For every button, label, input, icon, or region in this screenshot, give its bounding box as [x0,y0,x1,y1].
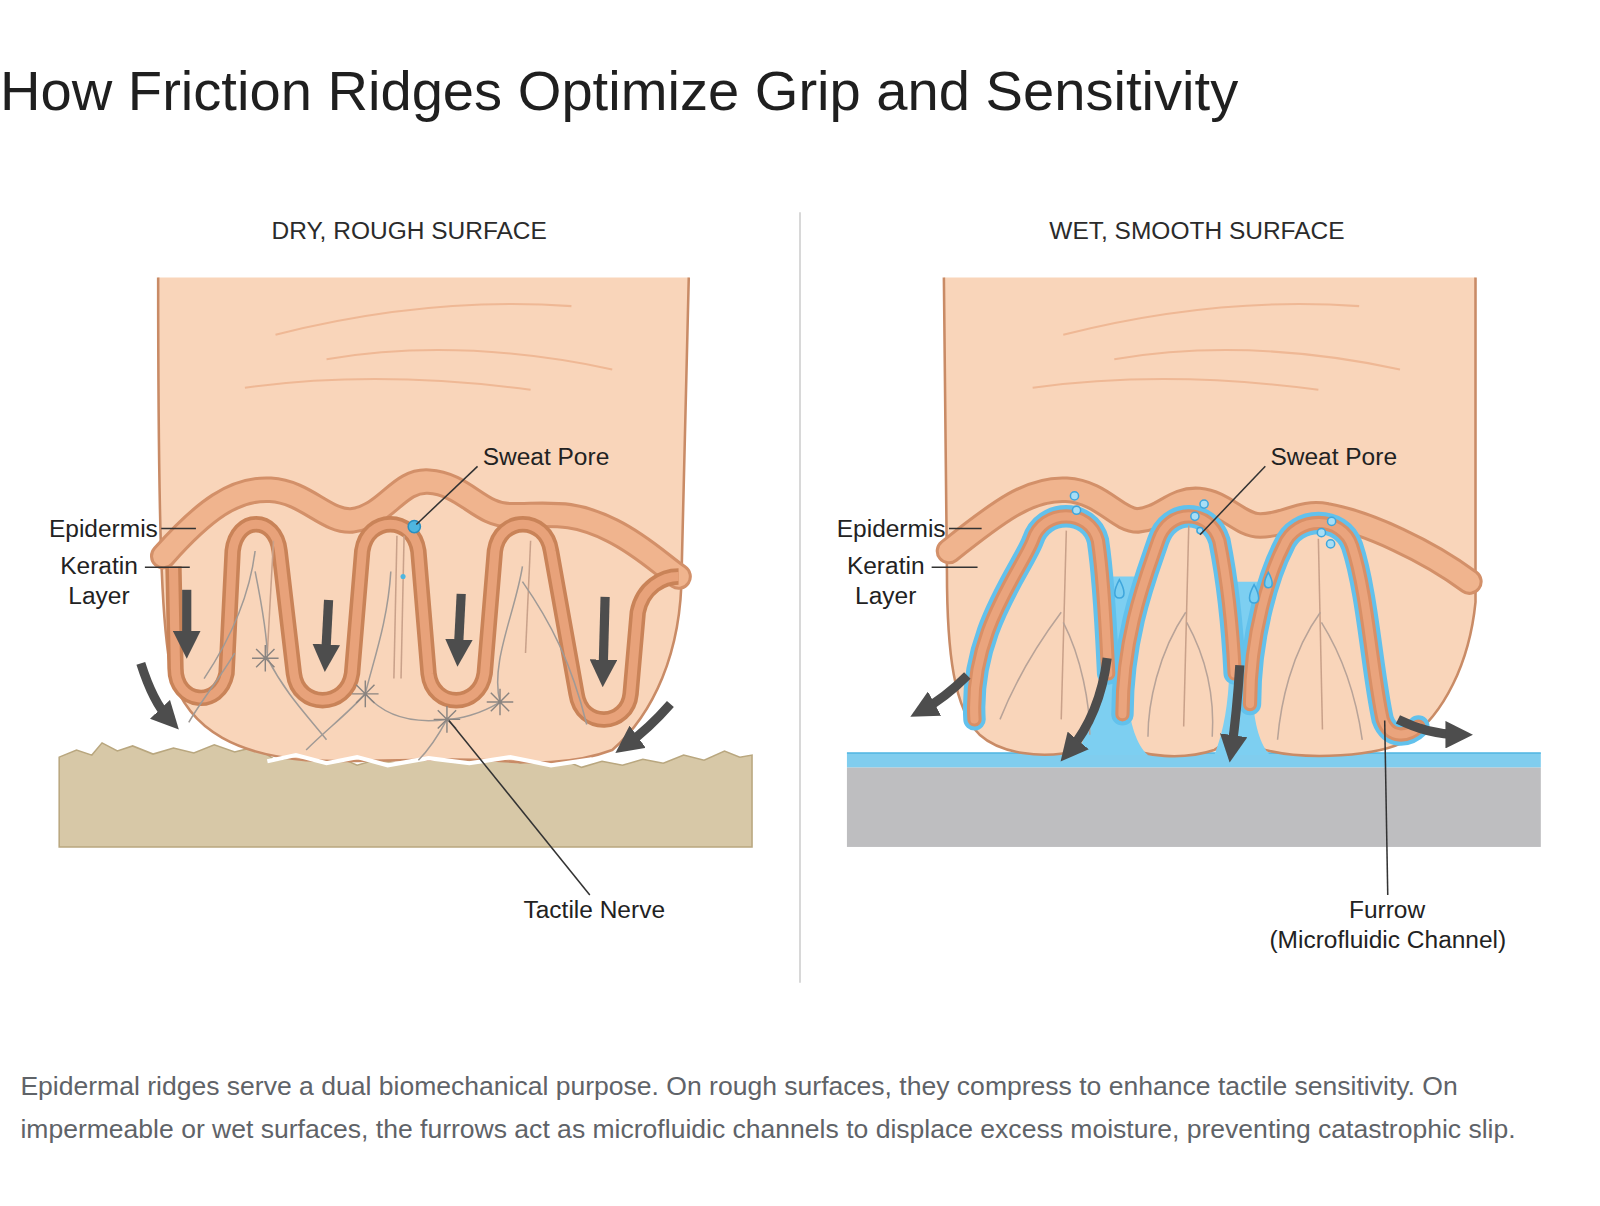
sweat-duct [526,541,531,653]
flow-arrow [1232,665,1240,749]
panel-divider [799,212,801,982]
nerve-fiber [1187,622,1213,736]
keratin-ridge [1250,523,1418,735]
water-drop [1115,580,1124,598]
nerve-fiber [1321,622,1362,739]
sweat-droplet [1191,512,1199,520]
skin-crease [1114,350,1400,369]
sweat-droplet [1317,529,1325,537]
nerve-fiber [522,582,586,725]
sweat-droplet [1072,506,1080,514]
water-lining [1122,516,1234,714]
keratin-ridge [974,516,1108,719]
flow-arrow [1398,719,1459,734]
smooth-surface [847,767,1541,847]
skin-crease [327,350,613,369]
keratin-ridge [1122,516,1234,714]
sweat-droplet [1327,540,1335,548]
sweat-droplet [1070,492,1078,500]
fingertip [944,278,1476,757]
sweat-duct [267,541,273,653]
panel-heading: WET, SMOOTH SURFACE [1044,215,1350,245]
skin-crease [276,304,572,335]
contact-gap [296,771,572,783]
skin-crease [1063,304,1359,335]
flow-arrow [1069,658,1107,751]
part-label: Epidermis [49,513,182,543]
pressure-arrow [603,597,605,674]
leader-line [932,567,978,569]
leader-line [416,466,477,524]
nerve-fiber [418,566,522,760]
sweat-duct [401,536,404,679]
leader-line [949,528,982,530]
finger-outline [944,278,1476,757]
part-label: Keratin Layer [836,551,936,610]
keratin-ridge [173,524,678,719]
skin-crease [1033,379,1319,390]
nerve-fiber [1000,612,1061,719]
water-lining [1250,523,1418,735]
pressure-arrow [326,600,329,658]
pressure-arrow [182,590,191,645]
leader-line [449,720,590,894]
keratin-ridge [974,516,1108,719]
water-drop [1249,585,1258,603]
part-label: Epidermis [837,513,970,543]
nerve-fiber [1278,612,1321,740]
fingertip [158,278,689,763]
part-label: Furrow (Microfluidic Channel) [1269,895,1519,954]
keratin-ridge [1250,523,1418,735]
nerve-fiber [204,551,255,679]
part-label: Sweat Pore [1270,442,1443,472]
nerve-ending [252,645,279,672]
panel-heading: DRY, ROUGH SURFACE [256,215,562,245]
flow-arrow [922,676,967,711]
part-label: Sweat Pore [483,442,656,472]
part-label: Tactile Nerve [523,895,717,925]
pressure-arrow [141,663,170,719]
keratin-ridge [1122,516,1234,714]
leader-line [145,567,190,569]
nerve-fiber [306,571,391,750]
skin-crease [245,379,531,390]
leader-line [1200,466,1265,534]
sweat-droplet [401,574,406,579]
leader-line [161,528,196,530]
nerve-ending [352,681,379,708]
pressure-arrow [458,594,461,653]
leader-line [1385,720,1388,894]
nerve-ending [487,689,514,716]
nerve-fiber [1148,612,1186,736]
sweat-duct [394,536,397,679]
keratin-ridge [173,524,678,719]
sweat-duct [1318,539,1322,730]
water-lining [974,516,1108,719]
contact-gap [267,755,591,765]
sweat-droplet [1328,517,1336,525]
part-label: Keratin Layer [49,551,149,610]
water-drop [1265,572,1273,587]
diagram-title: How Friction Ridges Optimize Grip and Se… [0,58,1238,123]
diagram-caption: Epidermal ridges serve a dual biomechani… [20,1064,1597,1150]
nerve-fiber [189,653,235,722]
pressure-arrow [627,704,671,745]
finger-outline [158,278,689,763]
nerve-fiber [365,694,447,721]
sweat-droplet [1200,500,1208,508]
